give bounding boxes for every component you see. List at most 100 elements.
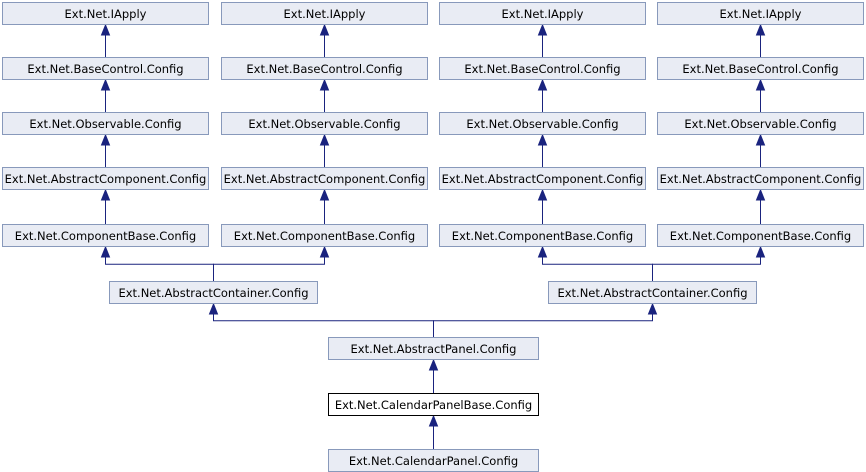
class-node-abstractcomponent-4[interactable]: Ext.Net.AbstractComponent.Config (657, 167, 864, 190)
class-node-iapply-1[interactable]: Ext.Net.IApply (2, 2, 209, 25)
inheritance-edge (100, 78, 111, 113)
class-node-label: Ext.Net.BaseControl.Config (27, 62, 183, 76)
class-node-abstractcomponent-3[interactable]: Ext.Net.AbstractComponent.Config (439, 167, 646, 190)
inheritance-edge-line (213, 257, 325, 282)
inheritance-arrowhead (755, 245, 766, 258)
inheritance-arrowhead (537, 78, 548, 91)
class-node-observable-3[interactable]: Ext.Net.Observable.Config (439, 112, 646, 135)
inheritance-arrowhead (537, 133, 548, 146)
class-node-box (657, 2, 864, 25)
class-node-label: Ext.Net.ComponentBase.Config (670, 229, 851, 243)
inheritance-edge (100, 23, 111, 58)
class-node-componentbase-3[interactable]: Ext.Net.ComponentBase.Config (439, 224, 646, 247)
class-node-box (109, 281, 318, 304)
inheritance-edge (213, 245, 330, 282)
class-node-label: Ext.Net.CalendarPanel.Config (349, 454, 518, 468)
inheritance-edge (428, 414, 439, 450)
class-node-observable-1[interactable]: Ext.Net.Observable.Config (2, 112, 209, 135)
class-node-abstractcontainer-1[interactable]: Ext.Net.AbstractContainer.Config (109, 281, 318, 304)
class-node-box (2, 167, 209, 190)
inheritance-edge (319, 133, 330, 168)
inheritance-arrowhead (100, 188, 111, 201)
inheritance-arrowhead (647, 302, 658, 315)
inheritance-edge-line (105, 257, 214, 282)
inheritance-arrowhead (755, 23, 766, 36)
class-node-box (328, 393, 539, 416)
inheritance-arrowhead (100, 23, 111, 36)
class-node-iapply-2[interactable]: Ext.Net.IApply (221, 2, 428, 25)
inheritance-edge (100, 188, 111, 225)
class-node-label: Ext.Net.AbstractComponent.Config (5, 172, 207, 186)
class-node-box (328, 337, 539, 360)
inheritance-edge (428, 358, 439, 394)
inheritance-edge (319, 78, 330, 113)
inheritance-edge (433, 302, 658, 338)
edges-layer (100, 23, 766, 450)
inheritance-arrowhead (537, 188, 548, 201)
inheritance-edge-line (213, 314, 434, 338)
class-node-label: Ext.Net.CalendarPanelBase.Config (335, 398, 532, 412)
class-node-basecontrol-2[interactable]: Ext.Net.BaseControl.Config (221, 57, 428, 80)
inheritance-arrowhead (319, 23, 330, 36)
class-node-box (221, 57, 428, 80)
class-node-box (657, 224, 864, 247)
class-node-box (2, 112, 209, 135)
class-node-abstractpanel[interactable]: Ext.Net.AbstractPanel.Config (328, 337, 539, 360)
inheritance-edge (100, 245, 214, 282)
inheritance-arrowhead (537, 245, 548, 258)
inheritance-arrowhead (755, 133, 766, 146)
class-node-label: Ext.Net.IApply (720, 7, 802, 21)
class-node-box (439, 224, 646, 247)
class-node-label: Ext.Net.ComponentBase.Config (234, 229, 415, 243)
inheritance-edge (208, 302, 434, 338)
class-node-observable-4[interactable]: Ext.Net.Observable.Config (657, 112, 864, 135)
class-node-calendarpanelbase[interactable]: Ext.Net.CalendarPanelBase.Config (328, 393, 539, 416)
inheritance-edge (652, 245, 766, 282)
class-node-label: Ext.Net.BaseControl.Config (464, 62, 620, 76)
class-node-label: Ext.Net.BaseControl.Config (682, 62, 838, 76)
inheritance-arrowhead (319, 188, 330, 201)
inheritance-arrowhead (100, 245, 111, 258)
class-node-componentbase-1[interactable]: Ext.Net.ComponentBase.Config (2, 224, 209, 247)
class-node-observable-2[interactable]: Ext.Net.Observable.Config (221, 112, 428, 135)
class-node-label: Ext.Net.AbstractComponent.Config (442, 172, 644, 186)
inheritance-arrowhead (319, 245, 330, 258)
class-node-label: Ext.Net.AbstractComponent.Config (660, 172, 862, 186)
inheritance-edge (319, 23, 330, 58)
class-node-iapply-3[interactable]: Ext.Net.IApply (439, 2, 646, 25)
class-node-basecontrol-4[interactable]: Ext.Net.BaseControl.Config (657, 57, 864, 80)
class-node-box (2, 224, 209, 247)
inheritance-arrowhead (208, 302, 219, 315)
class-node-box (2, 2, 209, 25)
inheritance-arrowhead (755, 78, 766, 91)
inheritance-arrowhead (319, 133, 330, 146)
class-node-componentbase-2[interactable]: Ext.Net.ComponentBase.Config (221, 224, 428, 247)
class-node-basecontrol-1[interactable]: Ext.Net.BaseControl.Config (2, 57, 209, 80)
inheritance-edge (100, 133, 111, 168)
class-node-basecontrol-3[interactable]: Ext.Net.BaseControl.Config (439, 57, 646, 80)
class-node-iapply-4[interactable]: Ext.Net.IApply (657, 2, 864, 25)
class-node-abstractcontainer-2[interactable]: Ext.Net.AbstractContainer.Config (548, 281, 757, 304)
class-node-abstractcomponent-1[interactable]: Ext.Net.AbstractComponent.Config (2, 167, 209, 190)
class-node-label: Ext.Net.BaseControl.Config (246, 62, 402, 76)
class-node-box (439, 167, 646, 190)
class-node-label: Ext.Net.Observable.Config (466, 117, 618, 131)
inheritance-edge (319, 188, 330, 225)
inheritance-edge (755, 23, 766, 58)
inheritance-arrowhead (428, 414, 439, 427)
class-node-abstractcomponent-2[interactable]: Ext.Net.AbstractComponent.Config (221, 167, 428, 190)
class-node-box (221, 167, 428, 190)
class-node-label: Ext.Net.AbstractContainer.Config (557, 286, 747, 300)
class-node-calendarpanel[interactable]: Ext.Net.CalendarPanel.Config (328, 449, 539, 472)
class-node-label: Ext.Net.IApply (502, 7, 584, 21)
inheritance-edge (537, 78, 548, 113)
inheritance-edge (537, 133, 548, 168)
class-node-box (221, 2, 428, 25)
inheritance-edge-line (652, 257, 761, 282)
class-node-componentbase-4[interactable]: Ext.Net.ComponentBase.Config (657, 224, 864, 247)
class-node-box (2, 57, 209, 80)
inheritance-edge (755, 188, 766, 225)
class-node-box (221, 224, 428, 247)
